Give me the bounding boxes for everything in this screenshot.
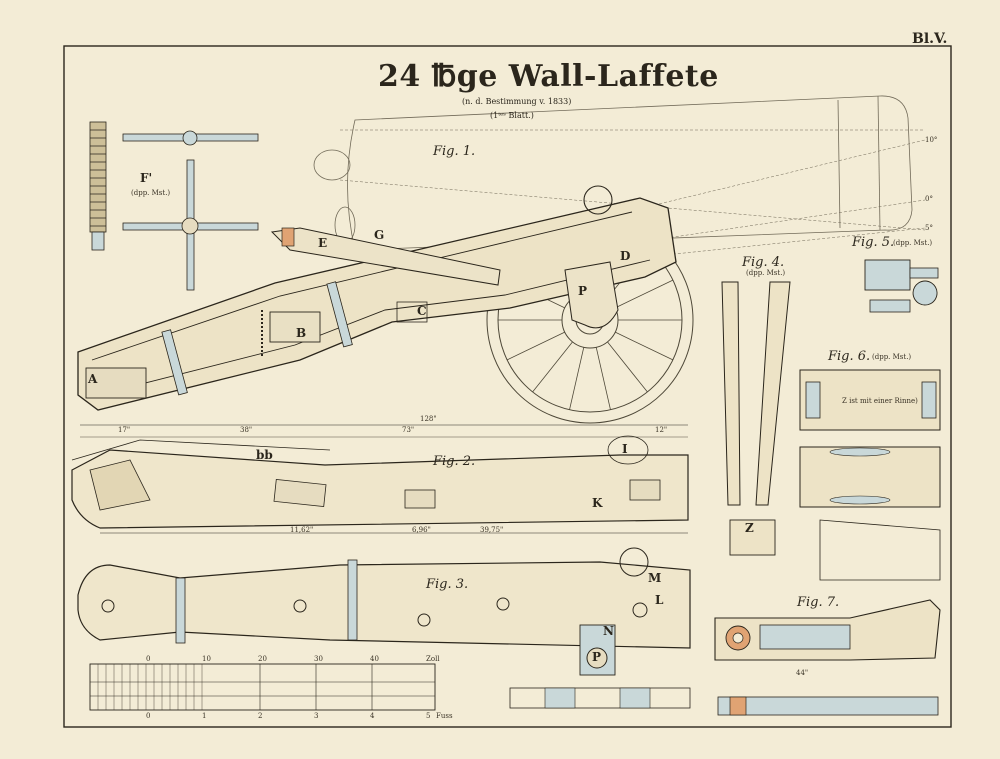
fig6-label: Fig. 6. bbox=[828, 349, 871, 364]
dim-6-96: 6,96" bbox=[412, 526, 431, 534]
part-letter-i: I bbox=[622, 442, 628, 456]
dim-17: 17" bbox=[118, 426, 131, 434]
angle-0: 0° bbox=[925, 195, 933, 203]
part-letter-p2: P bbox=[592, 650, 602, 664]
wheel-spoke bbox=[569, 347, 585, 410]
angle-5: 5° bbox=[925, 224, 933, 232]
plate-number: Bl.V. bbox=[912, 31, 948, 47]
fig7-label: Fig. 7. bbox=[797, 595, 840, 610]
fprime-label: F' bbox=[140, 171, 153, 185]
scale-unit-top: Zoll bbox=[426, 655, 440, 663]
dim-44: 44" bbox=[796, 669, 809, 677]
dim-12: 12" bbox=[655, 426, 668, 434]
iron-band bbox=[347, 559, 358, 641]
fig5-label: Fig. 5. bbox=[852, 235, 895, 250]
elevating-bar bbox=[270, 227, 501, 286]
iron-band bbox=[175, 577, 186, 644]
fig6-note: Z ist mit einer Rinne) bbox=[842, 397, 918, 405]
part-letter-l: L bbox=[655, 593, 664, 607]
part-letter-z: Z bbox=[745, 521, 754, 535]
fig2-label: Fig. 2. bbox=[433, 454, 476, 469]
scale-bar bbox=[89, 663, 436, 711]
carriage-inner-line bbox=[97, 259, 651, 396]
fprime-scale: (dpp. Mst.) bbox=[131, 189, 171, 197]
handle-top-view bbox=[122, 130, 259, 291]
trunnion-plate bbox=[564, 261, 619, 329]
part-letter-bb: bb bbox=[256, 448, 273, 462]
plate-frame bbox=[63, 45, 952, 728]
fig3-top-view bbox=[77, 561, 691, 649]
part-letter-k: K bbox=[592, 496, 603, 510]
fig5-hook bbox=[864, 259, 911, 291]
part-letter-b: B bbox=[296, 326, 307, 340]
part-letter-g: G bbox=[374, 228, 385, 242]
cannon-barrel bbox=[313, 95, 913, 251]
elevating-screw bbox=[89, 121, 107, 251]
scale-tick: 5 bbox=[426, 712, 431, 720]
fig6-plate bbox=[799, 369, 941, 431]
part-letter-p: P bbox=[578, 284, 588, 298]
carriage-top-line bbox=[91, 211, 633, 361]
wheel-spoke bbox=[615, 279, 674, 309]
part-letter-n: N bbox=[603, 624, 614, 638]
part-letter-c: C bbox=[417, 304, 427, 318]
scale-tick: 0 bbox=[146, 712, 151, 720]
part-letter-d: D bbox=[620, 249, 631, 263]
wheel-spoke bbox=[607, 341, 648, 393]
iron-band bbox=[161, 329, 188, 396]
scale-tick: 3 bbox=[314, 712, 319, 720]
dim-overall: 128" bbox=[420, 415, 437, 423]
fig6-scale: (dpp. Mst.) bbox=[872, 353, 912, 361]
scale-tick: 4 bbox=[370, 712, 375, 720]
part-letter-e: E bbox=[318, 236, 328, 250]
fig4-label: Fig. 4. bbox=[742, 255, 785, 270]
scale-unit-bottom: Fuss bbox=[436, 712, 453, 720]
wheel-spoke bbox=[506, 331, 565, 361]
iron-band bbox=[326, 281, 353, 348]
scale-tick: 30 bbox=[314, 655, 323, 663]
fig2-profile bbox=[71, 449, 689, 529]
dim-73: 73" bbox=[402, 426, 415, 434]
fig1-label: Fig. 1. bbox=[433, 144, 476, 159]
dim-39-75: 39,75" bbox=[480, 526, 504, 534]
scale-tick: 40 bbox=[370, 655, 379, 663]
angle-10: 10° bbox=[925, 136, 938, 144]
wheel-spoke bbox=[532, 341, 573, 393]
scale-tick: 0 bbox=[146, 655, 151, 663]
part-letter-a: A bbox=[88, 372, 98, 386]
part-letter-m: M bbox=[648, 571, 662, 585]
scale-tick: 1 bbox=[202, 712, 207, 720]
scale-tick: 20 bbox=[258, 655, 267, 663]
dim-11-62: 11,62" bbox=[290, 526, 314, 534]
scale-tick: 2 bbox=[258, 712, 263, 720]
plate-title: 24 ℔ge Wall-Laffete bbox=[378, 59, 719, 94]
dim-38: 38" bbox=[240, 426, 253, 434]
wheel-spoke bbox=[615, 331, 674, 361]
plate-subtitle: (n. d. Bestimmung v. 1833) bbox=[462, 97, 572, 106]
fig5-scale: (dpp. Mst.) bbox=[893, 239, 933, 247]
fig4-scale: (dpp. Mst.) bbox=[746, 269, 786, 277]
scale-tick: 10 bbox=[202, 655, 211, 663]
sheet-note: (1ᵗᵉˢ Blatt.) bbox=[490, 111, 534, 120]
fig3-label: Fig. 3. bbox=[426, 577, 469, 592]
copper-sleeve bbox=[281, 227, 295, 247]
fig4-bracket bbox=[721, 281, 741, 506]
wheel-spoke bbox=[595, 347, 611, 410]
